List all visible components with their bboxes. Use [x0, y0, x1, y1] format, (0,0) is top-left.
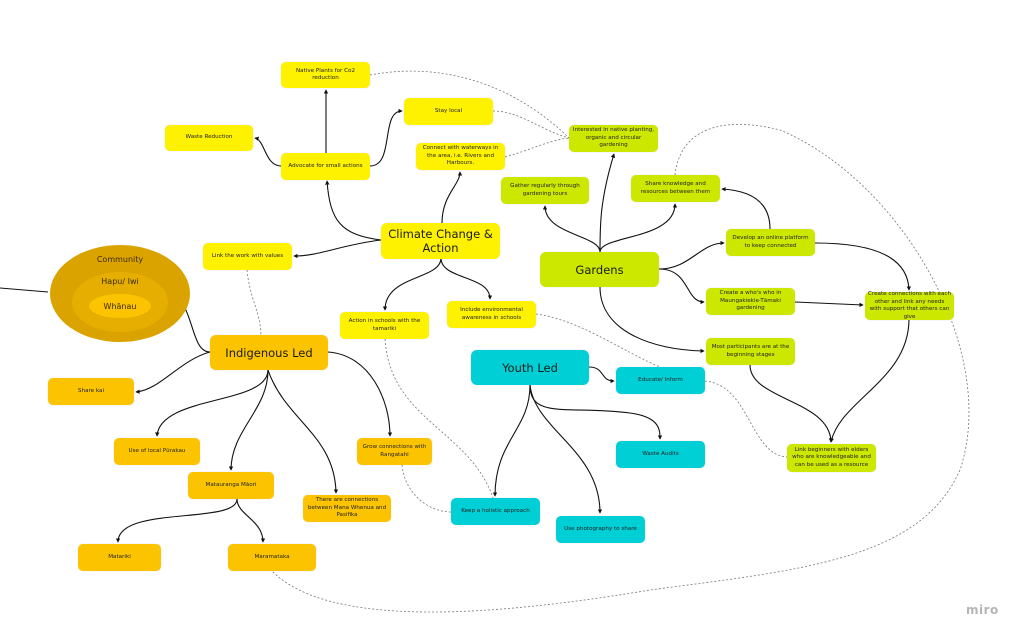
node-matauranga[interactable]: Matauranga Māori [188, 472, 274, 499]
node-schools-tamariki[interactable]: Action in schools with the tamariki [340, 312, 429, 339]
topic-indigenous-led[interactable]: Indigenous Led [210, 335, 328, 370]
node-gather[interactable]: Gather regularly through gardening tours [501, 177, 589, 204]
node-stay-local[interactable]: Stay local [404, 98, 493, 125]
node-interested[interactable]: Interested in native planting, organic a… [569, 125, 658, 152]
whanau-circle: Whānau [89, 294, 151, 318]
node-educate[interactable]: Educate/ Inform [616, 367, 705, 394]
node-matariki[interactable]: Matariki [78, 544, 161, 571]
node-waste-reduction[interactable]: Waste Reduction [165, 125, 253, 151]
node-mana-whenua[interactable]: There are connections between Mana Whenu… [303, 495, 391, 522]
node-advocate[interactable]: Advocate for small actions [281, 153, 370, 180]
topic-gardens[interactable]: Gardens [540, 252, 659, 287]
node-link-beginners[interactable]: Link beginners with elders who are knowl… [787, 444, 876, 472]
node-purakau[interactable]: Use of local Pūrakau [114, 438, 200, 465]
node-whos-who[interactable]: Create a who's who in Maungakiekie-Tāmak… [706, 288, 795, 315]
node-share-kai[interactable]: Share kai [48, 378, 134, 405]
topic-youth-led[interactable]: Youth Led [471, 350, 589, 385]
node-online-platform[interactable]: Develop an online platform to keep conne… [726, 229, 815, 256]
community-label: Community [96, 255, 144, 264]
topic-climate-change[interactable]: Climate Change & Action [381, 223, 500, 259]
node-link-values[interactable]: Link the work with values [203, 243, 292, 270]
node-create-connections[interactable]: Create connections with each other and l… [865, 291, 954, 320]
whanau-label: Whānau [103, 301, 137, 311]
node-share-knowledge[interactable]: Share knowledge and resources between th… [631, 175, 720, 202]
miro-watermark: miro [966, 603, 999, 617]
node-photography[interactable]: Use photography to share [556, 516, 645, 543]
node-waste-audits[interactable]: Waste Audits [616, 441, 705, 468]
node-env-awareness[interactable]: Include environmental awareness in schoo… [447, 301, 536, 328]
node-rangatahi[interactable]: Grow connections with Rangatahi [357, 438, 432, 465]
hapu-iwi-label: Hapu/ Iwi [101, 277, 139, 286]
node-waterways[interactable]: Connect with waterways in the area, i.e.… [416, 143, 505, 170]
node-maramataka[interactable]: Maramataka [228, 544, 316, 571]
node-holistic[interactable]: Keep a holistic approach [451, 498, 540, 525]
node-native-plants[interactable]: Native Plants for Co2 reduction [281, 62, 370, 88]
node-most-participants[interactable]: Most participants are at the beginning s… [706, 338, 795, 365]
